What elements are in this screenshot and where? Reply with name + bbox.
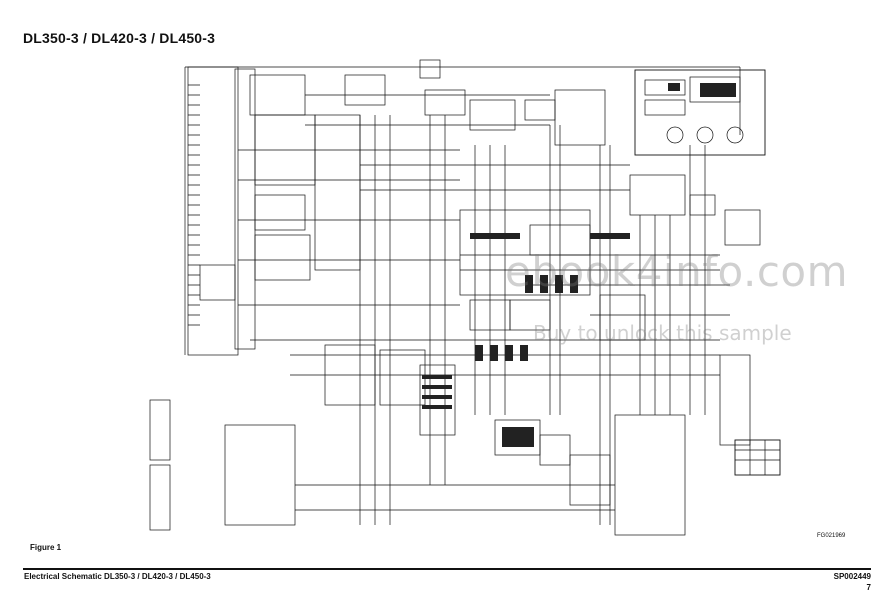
- footer-document-title: Electrical Schematic DL350-3 / DL420-3 /…: [24, 572, 211, 581]
- figure-code: FG021969: [817, 533, 846, 539]
- figure-caption: Figure 1: [30, 543, 62, 552]
- electrical-schematic-diagram: [149, 59, 781, 536]
- watermark-site: ebook4info.com: [505, 247, 849, 296]
- page-number: 7: [866, 583, 871, 592]
- watermark-notice: Buy to unlock this sample: [533, 321, 792, 345]
- footer-divider: [23, 568, 871, 570]
- page-title: DL350-3 / DL420-3 / DL450-3: [23, 30, 216, 46]
- footer-document-code: SP002449: [833, 572, 871, 581]
